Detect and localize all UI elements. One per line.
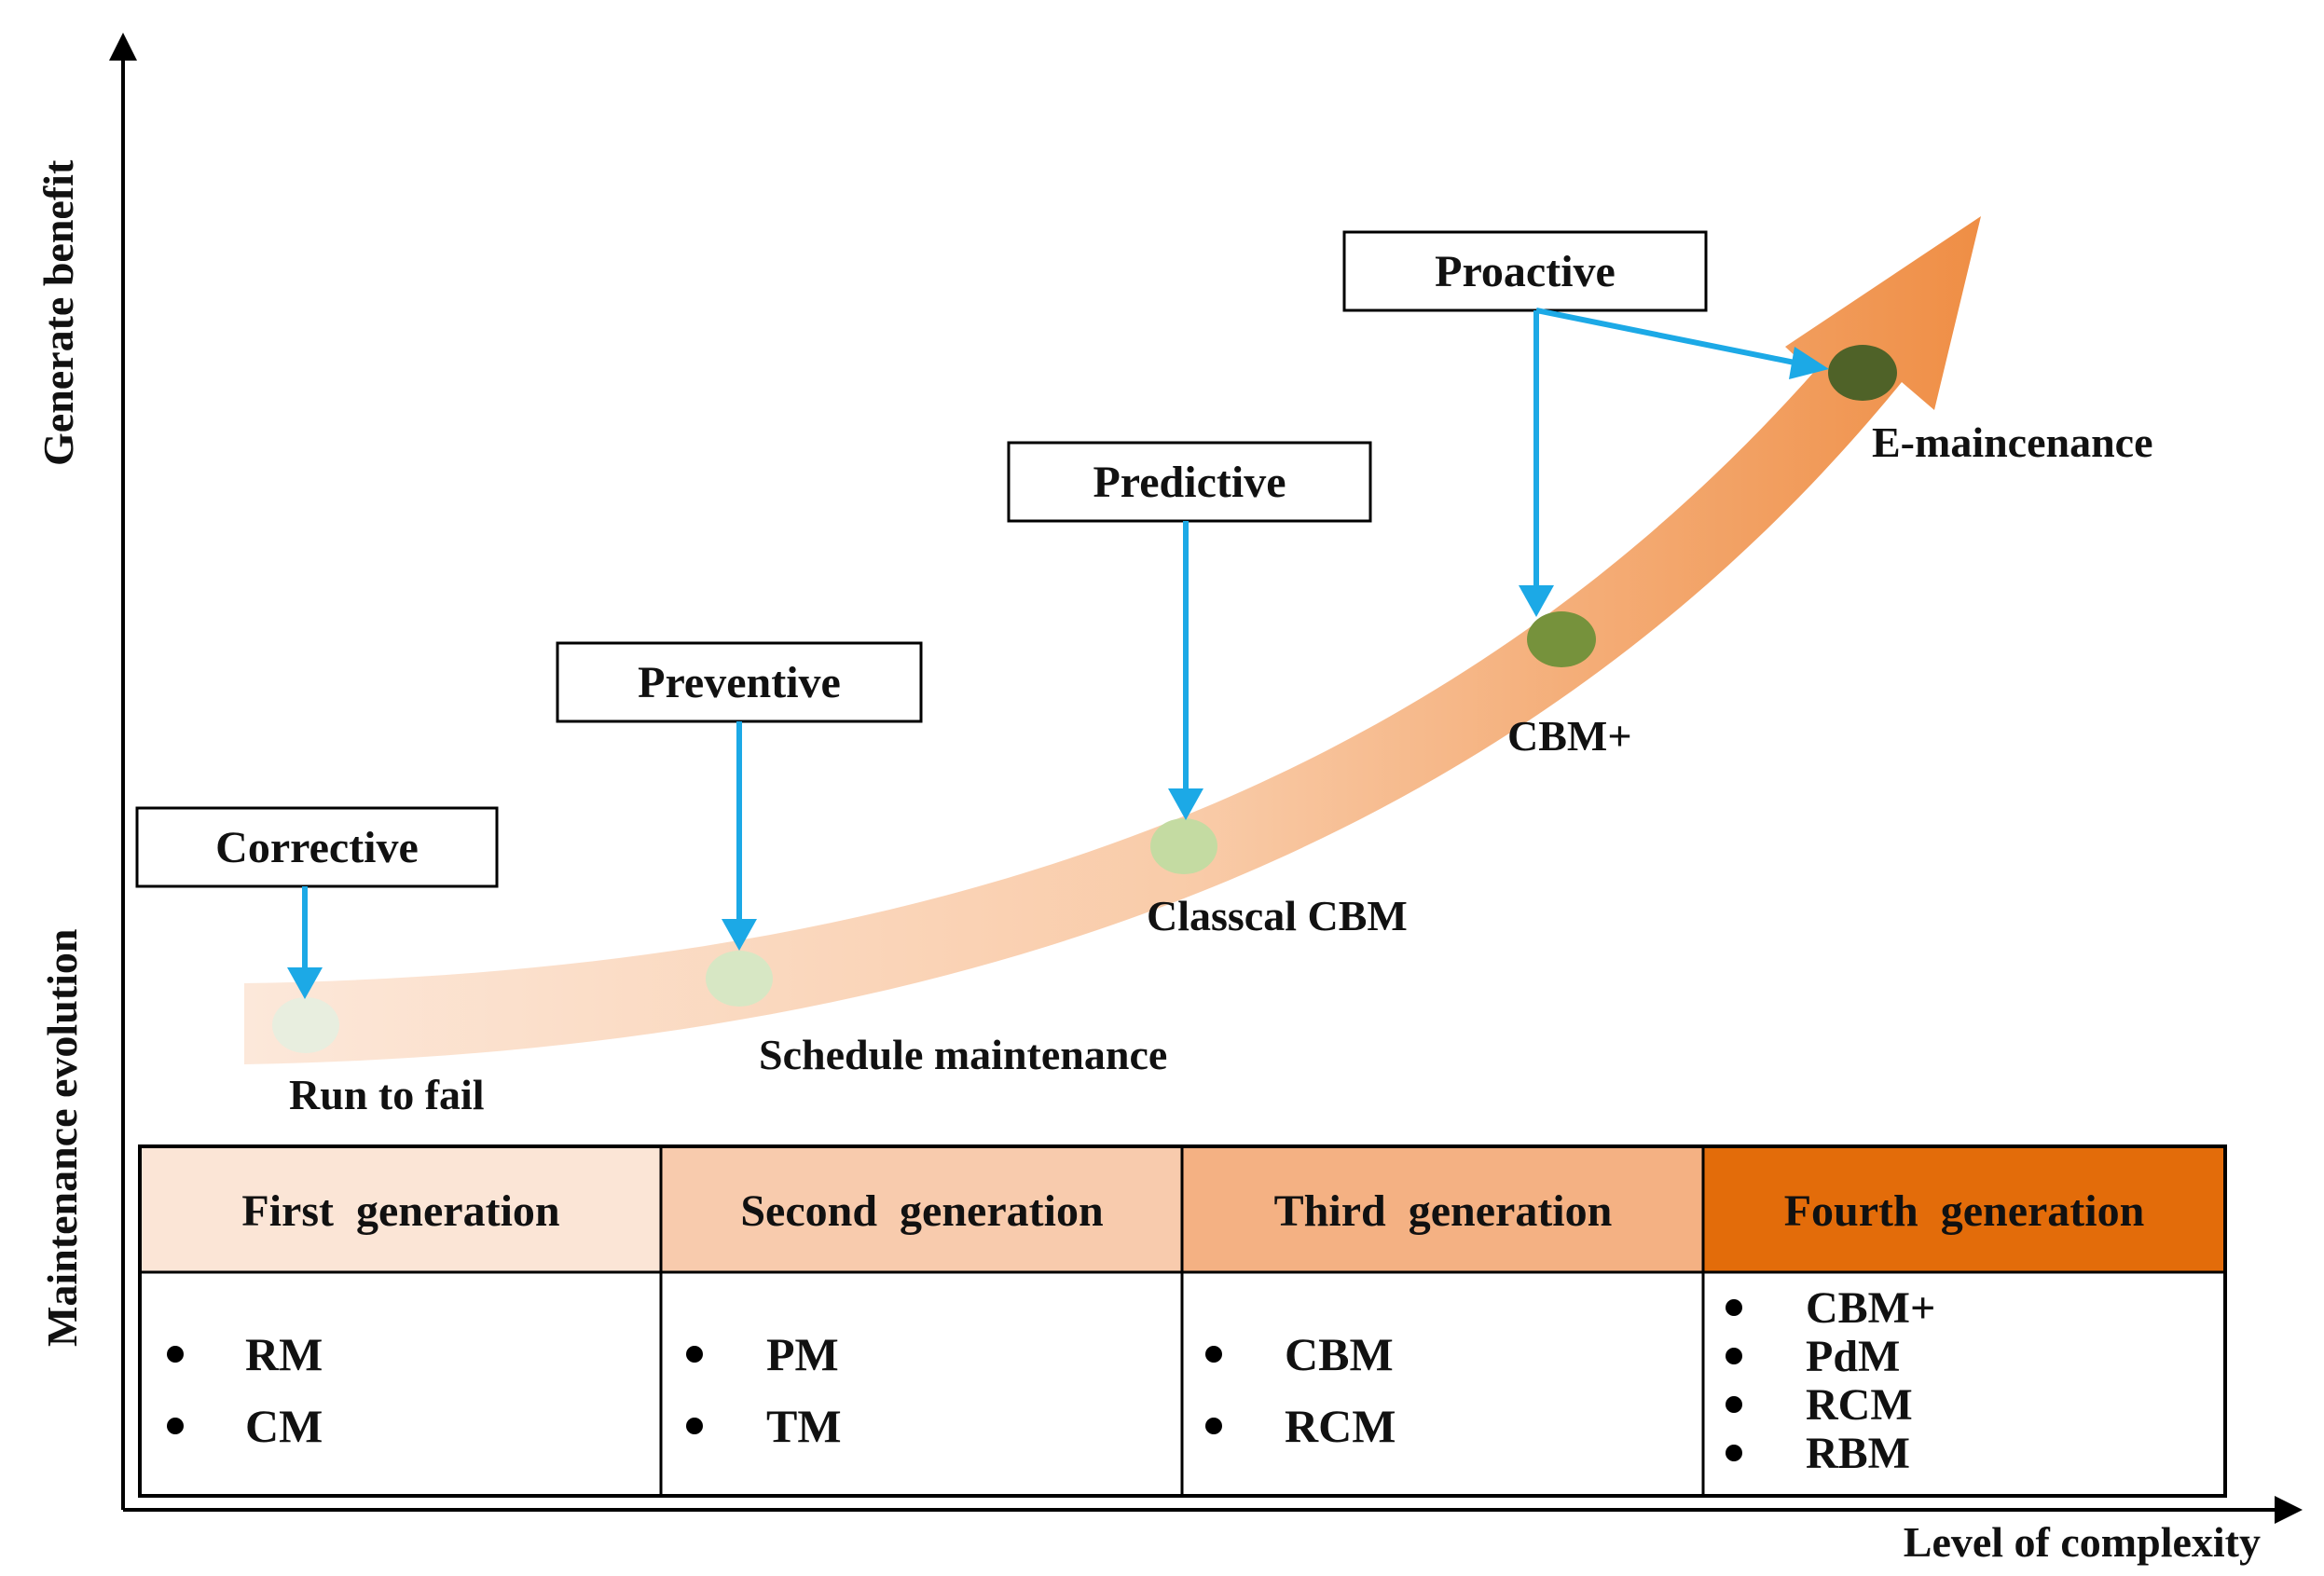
gen-header-fourth [1703, 1146, 2225, 1272]
gen-title-first: First generation [241, 1186, 559, 1236]
gen-item: CBM [1285, 1328, 1394, 1380]
gen-item: RCM [1806, 1380, 1913, 1430]
node-schedule-maintenance [706, 951, 773, 1007]
x-axis-label: Level of complexity [1904, 1518, 2261, 1566]
gen-item: RM [245, 1328, 323, 1380]
stage-box-proactive [1342, 230, 1708, 312]
node-label-run-to-fail: Run to fail [289, 1071, 485, 1118]
gen-item: RBM [1806, 1429, 1910, 1478]
gen-header-first [140, 1146, 661, 1272]
gen-item: CBM+ [1806, 1283, 1935, 1333]
gen-header-third [1182, 1146, 1703, 1272]
gen-item: TM [766, 1400, 842, 1452]
gen-header-second [661, 1146, 1182, 1272]
node-label-schedule-maintenance: Schedule maintenance [759, 1031, 1167, 1078]
gen-title-second: Second generation [740, 1186, 1103, 1236]
pointer-arrows [302, 308, 1800, 969]
stage-box-preventive-label: Preventive [638, 658, 841, 707]
evolution-arrow [244, 216, 1981, 1064]
gen-item: PdM [1806, 1332, 1900, 1381]
gen-title-fourth: Fourth generation [1784, 1186, 2145, 1236]
pointer-arrowheads [287, 347, 1829, 999]
node-e-maintenance [1828, 345, 1897, 401]
bullet [686, 1346, 703, 1363]
stage-box-corrective [135, 806, 499, 888]
stage-box-corrective-label: Corrective [215, 823, 419, 872]
node-label-cbm-plus: CBM+ [1507, 712, 1632, 760]
bullet [1726, 1348, 1742, 1364]
bullet [167, 1346, 184, 1363]
bullet [1205, 1418, 1222, 1434]
node-label-e-maintenance: E-maincenance [1872, 418, 2153, 466]
y-axis-label-bottom: Maintenance evolution [38, 929, 86, 1347]
bullet [1726, 1445, 1742, 1461]
stage-box-predictive-label: Predictive [1093, 458, 1286, 507]
node-run-to-fail [272, 997, 339, 1053]
gen-item: PM [766, 1328, 839, 1380]
stage-box-predictive [1007, 441, 1372, 523]
gen-item: RCM [1285, 1400, 1396, 1452]
pointer-proactive-right [1535, 308, 1800, 366]
gen-item: CM [245, 1400, 323, 1452]
node-classical-cbm [1150, 818, 1217, 874]
bullet [1726, 1299, 1742, 1316]
bullet [1205, 1346, 1222, 1363]
node-cbm-plus [1527, 611, 1596, 667]
node-label-classical-cbm: Classcal CBM [1147, 892, 1408, 939]
y-axis-label-top: Generate benefit [34, 159, 82, 466]
gen-title-third: Third generation [1274, 1186, 1613, 1236]
generation-table: First generation Second generation Third… [138, 1144, 2227, 1498]
stage-box-preventive [556, 641, 923, 723]
stage-box-proactive-label: Proactive [1435, 247, 1616, 296]
bullet [686, 1418, 703, 1434]
bullet [167, 1418, 184, 1434]
bullet [1726, 1396, 1742, 1413]
